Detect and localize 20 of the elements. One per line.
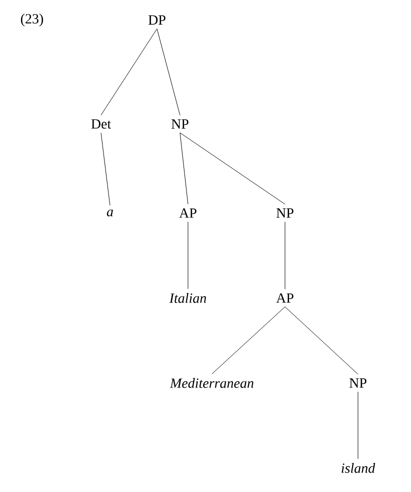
category-label: Det [91, 119, 112, 129]
word-label: a [106, 210, 113, 216]
category-label: AP [179, 208, 196, 218]
word-label: Mediterranean [170, 378, 254, 388]
tree-branch [284, 306, 358, 374]
tree-branch [180, 132, 286, 204]
tree-branch [180, 132, 188, 204]
tree-branch [212, 306, 286, 374]
word-label: Italian [169, 293, 206, 303]
category-label: NP [171, 119, 188, 129]
example-number: (23) [20, 14, 44, 26]
tree-branch [100, 132, 110, 206]
category-label: NP [349, 378, 366, 388]
category-label: NP [276, 208, 294, 218]
tree-branch [156, 28, 180, 116]
category-label: DP [148, 15, 166, 25]
category-label: AP [276, 293, 294, 303]
tree-branch [284, 222, 286, 290]
tree-branch [100, 28, 158, 116]
word-label: island [342, 463, 376, 473]
